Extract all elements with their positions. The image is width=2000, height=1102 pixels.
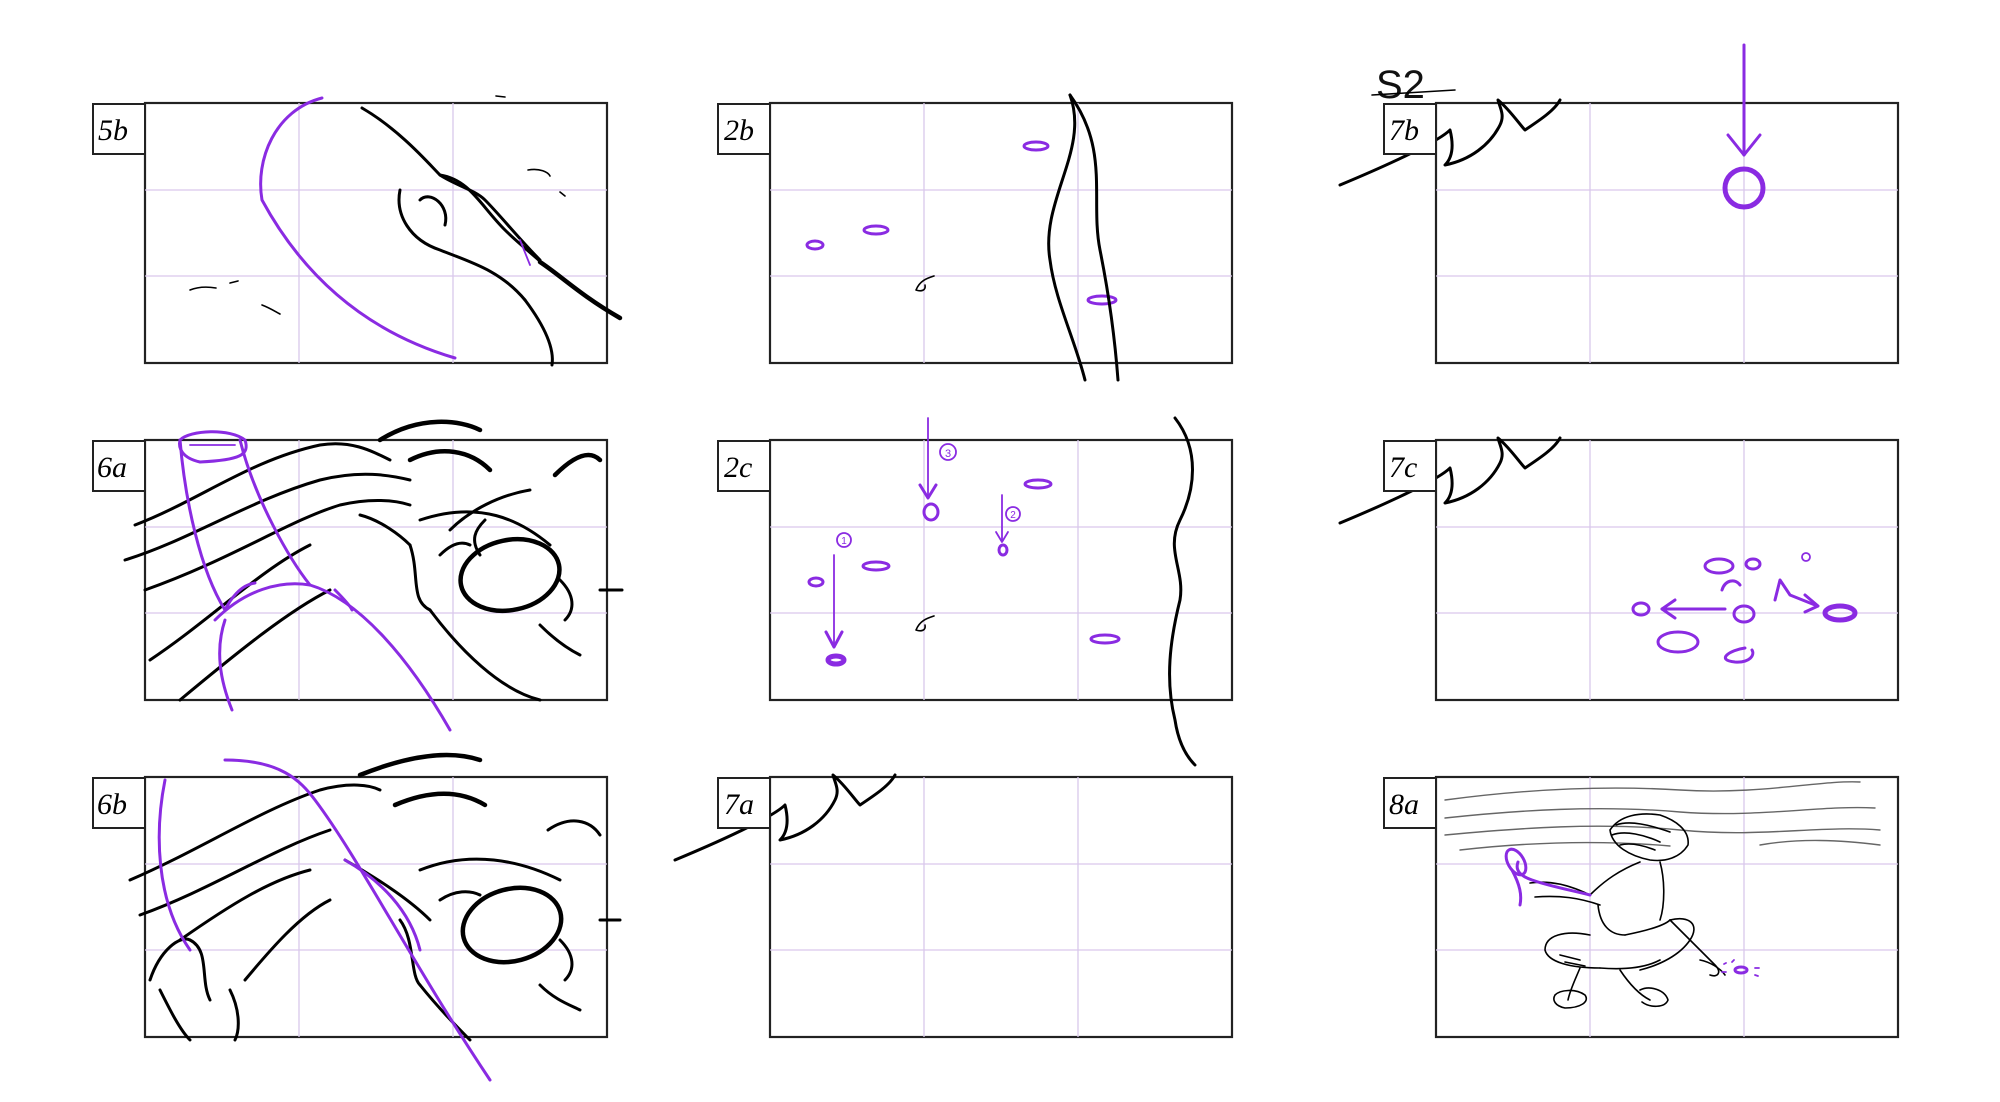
panel-frame [143,438,609,702]
panel-grid [770,103,1232,363]
panel-frame [1434,438,1900,702]
panel-grid [145,103,607,363]
panel-8a[interactable]: 8a [1383,775,1900,1039]
panel-6a[interactable]: 6a [92,419,624,732]
panel-7a[interactable]: 7a [673,773,1234,1039]
panel-grid [1436,777,1898,1037]
panel-sketch [123,419,624,732]
panel-6b[interactable]: 6b [92,752,622,1082]
panel-label-box [1383,777,1437,829]
panel-label: 5b [98,114,128,147]
panel-label: 6b [97,788,127,821]
panel-label: 7b [1389,114,1419,147]
panel-sketch [805,93,1120,382]
panel-grid [770,440,1232,700]
panel-frame [768,438,1234,702]
panel-sketch [1338,436,1858,664]
panel-5b[interactable]: 5b [92,95,623,367]
marker-1: 1 [841,536,847,547]
panel-label-box [1383,440,1437,492]
panel-label: 2b [724,114,754,147]
panel-label-box [92,777,146,829]
panel-frame [143,775,609,1039]
panel-sketch [1338,43,1766,210]
panel-2c[interactable]: 3 2 1 2c [717,416,1234,767]
scene-underline [1371,89,1456,96]
panel-label: 7a [724,788,754,821]
panel-sketch [673,773,897,862]
panel-label-box [717,777,771,829]
panel-frame [1434,775,1900,1039]
panel-sketch: 3 2 1 [807,416,1197,767]
panel-7c[interactable]: 7c [1338,436,1900,702]
panel-label-box [717,103,771,155]
panel-label-box [717,440,771,492]
panel-label: 6a [97,451,127,484]
panel-sketch [128,752,622,1082]
panel-label-box [92,103,146,155]
panel-label: 8a [1389,788,1419,821]
panel-2b[interactable]: 2b [717,93,1234,382]
panel-7b[interactable]: 7b [1338,43,1900,365]
scene-label: S2 [1376,63,1425,107]
marker-2: 2 [1010,510,1016,521]
panel-frame [768,101,1234,365]
panel-grid [770,777,1232,1037]
panel-frame [1434,101,1900,365]
panel-label: 2c [724,451,752,484]
panel-sketch [189,95,623,367]
panel-label: 7c [1389,451,1417,484]
panel-label-box [92,440,146,492]
panel-frame [768,775,1234,1039]
panel-label-box [1383,103,1437,155]
marker-3: 3 [945,448,951,460]
panel-grid [145,777,607,1037]
panel-frame [143,101,609,365]
panel-sketch [1444,781,1881,1009]
